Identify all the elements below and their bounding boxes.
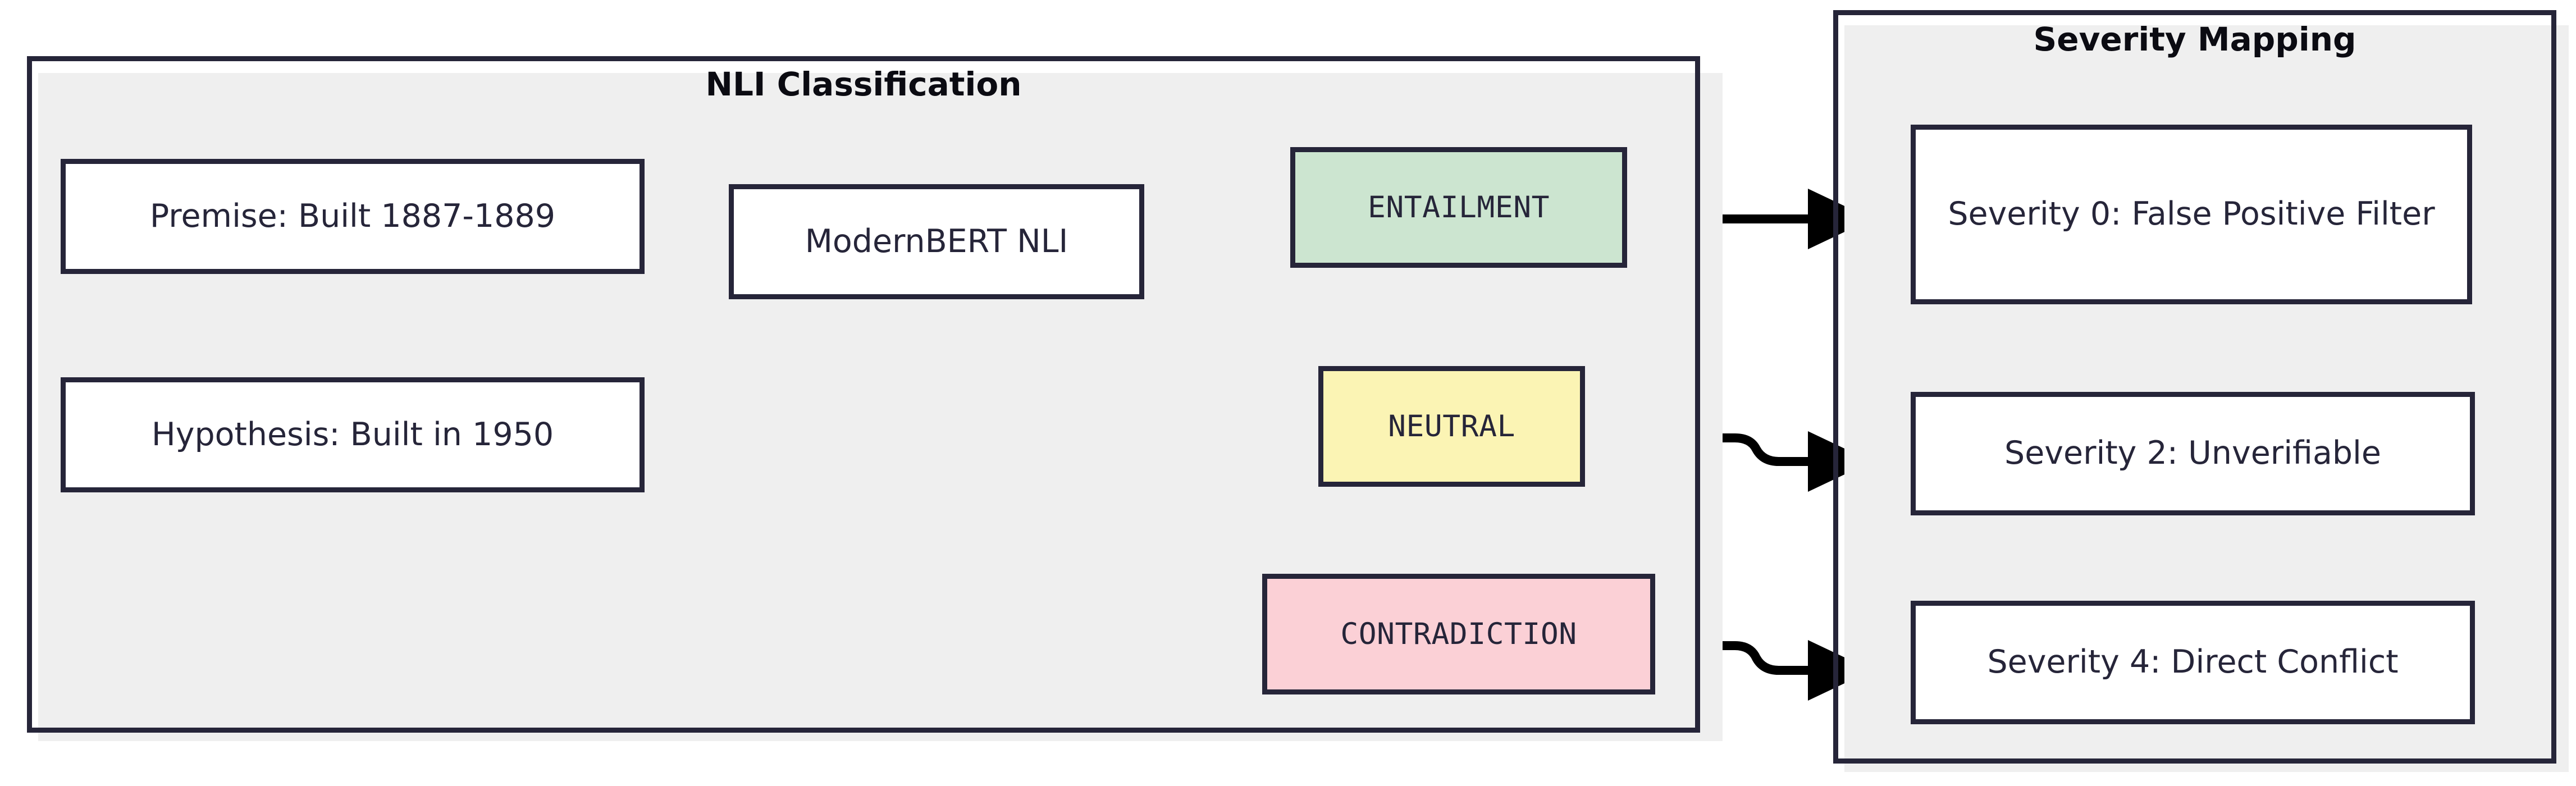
node-modernbert-nli[interactable]: ModernBERT NLI (729, 184, 1144, 299)
sev4-label: Severity 4: Direct Conflict (1987, 643, 2399, 681)
node-neutral[interactable]: NEUTRAL (1318, 366, 1585, 487)
edge-contradiction-to-sev4 (1659, 640, 1872, 701)
cluster-nli-classification (27, 56, 1700, 733)
node-contradiction[interactable]: CONTRADICTION (1262, 574, 1655, 694)
premise-label: Premise: Built 1887-1889 (149, 197, 556, 235)
node-entailment[interactable]: ENTAILMENT (1290, 147, 1627, 268)
cluster-severity-title: Severity Mapping (2033, 20, 2356, 58)
node-severity-2[interactable]: Severity 2: Unverifiable (1911, 392, 2475, 515)
sev0-label: Severity 0: False Positive Filter (1948, 195, 2435, 233)
model-label: ModernBERT NLI (805, 222, 1068, 260)
node-hypothesis[interactable]: Hypothesis: Built in 1950 (61, 377, 645, 492)
entailment-label: ENTAILMENT (1367, 190, 1550, 225)
hypothesis-label: Hypothesis: Built in 1950 (151, 415, 554, 453)
neutral-label: NEUTRAL (1388, 409, 1515, 444)
cluster-severity-mapping (1833, 10, 2556, 764)
node-premise[interactable]: Premise: Built 1887-1889 (61, 159, 645, 274)
cluster-nli-title: NLI Classification (705, 65, 1022, 103)
contradiction-label: CONTRADICTION (1340, 616, 1577, 651)
sev2-label: Severity 2: Unverifiable (2004, 435, 2381, 472)
node-severity-4[interactable]: Severity 4: Direct Conflict (1911, 601, 2475, 724)
node-severity-0[interactable]: Severity 0: False Positive Filter (1911, 125, 2472, 304)
edge-neutral-to-sev2 (1606, 431, 1872, 492)
